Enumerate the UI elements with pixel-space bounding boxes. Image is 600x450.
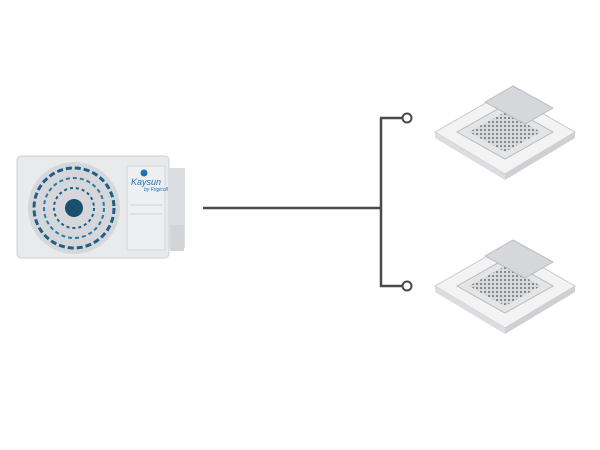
brand-logo: Kaysun by Frigicoll xyxy=(131,169,169,193)
indoor-cassette-unit-2 xyxy=(434,239,576,335)
outdoor-unit: Kaysun by Frigicoll xyxy=(16,155,185,259)
svg-text:Kaysun: Kaysun xyxy=(131,177,161,187)
svg-text:by Frigicoll: by Frigicoll xyxy=(144,187,169,193)
fan-grille xyxy=(28,162,120,254)
pipe-connection-bottom xyxy=(401,280,413,292)
pipe-connection-top xyxy=(401,112,413,124)
refrigerant-pipe xyxy=(203,116,402,288)
indoor-cassette-unit-1 xyxy=(434,85,576,181)
